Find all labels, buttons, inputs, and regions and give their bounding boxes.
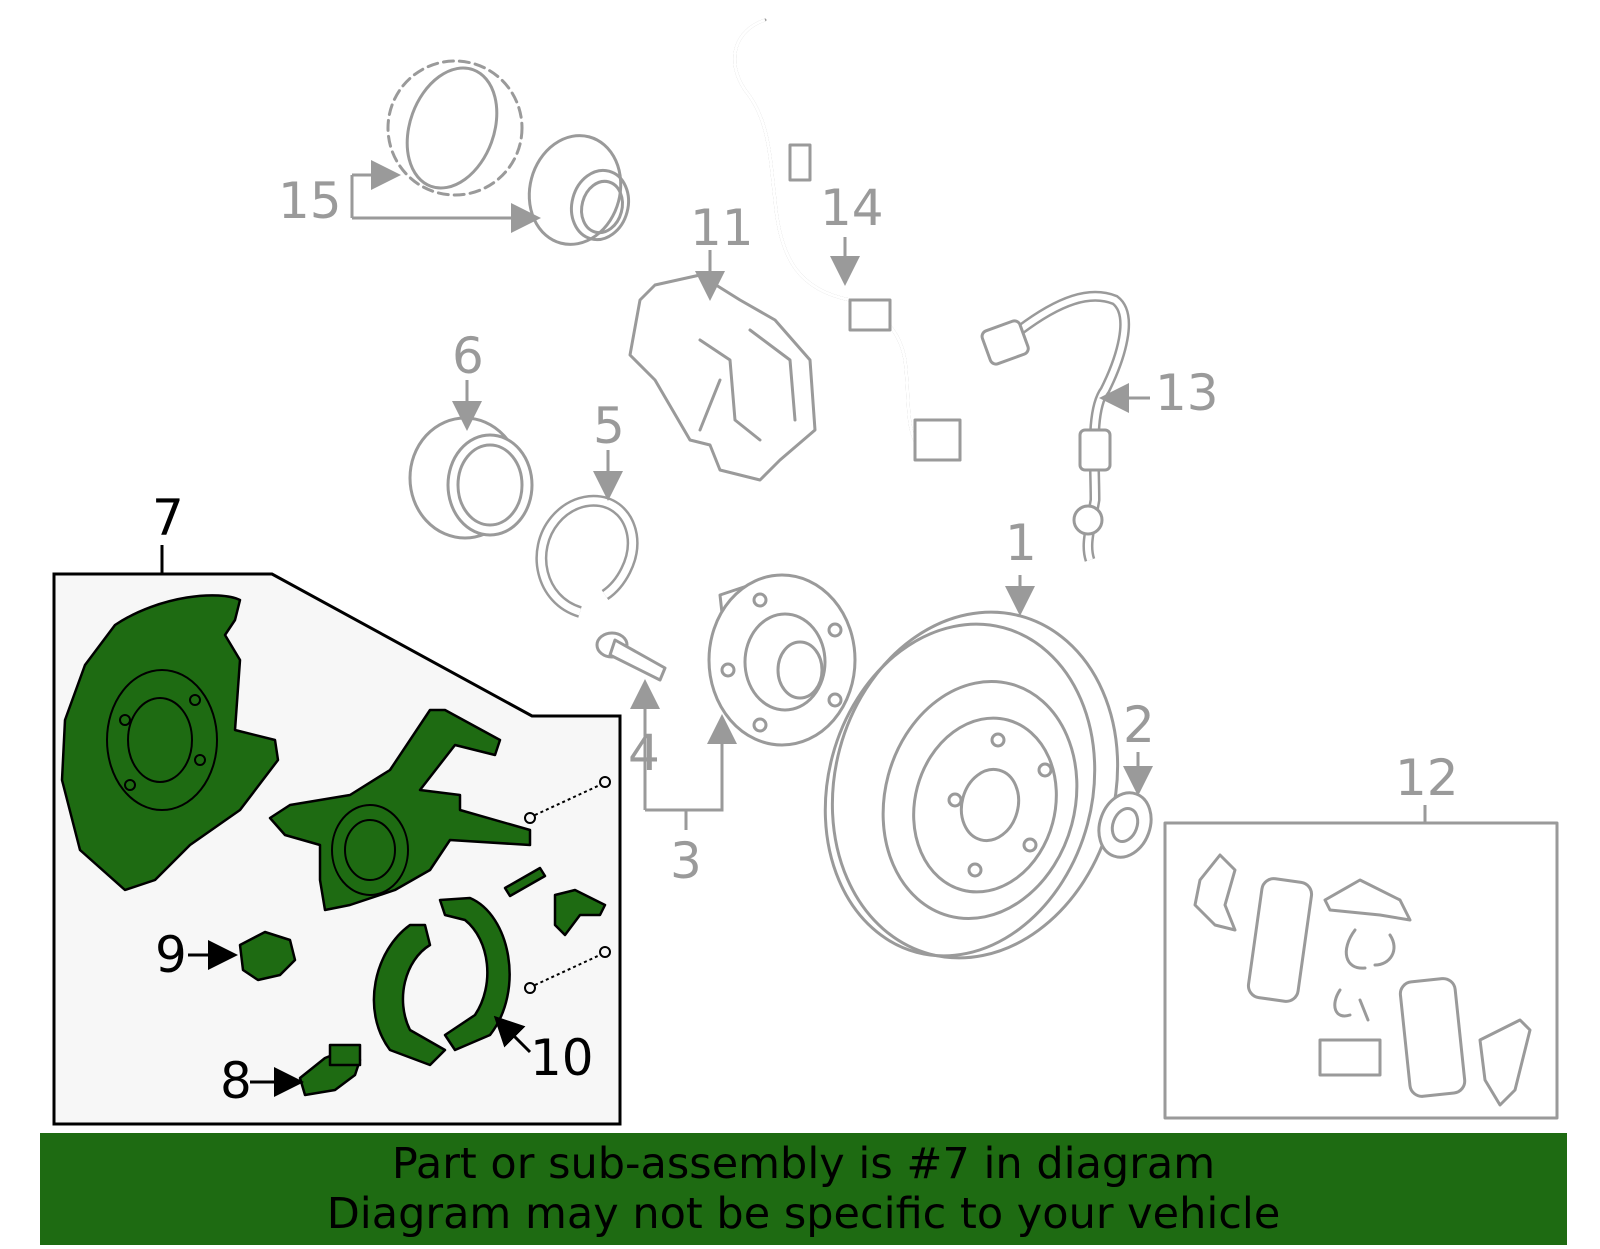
- banner-line-1: Part or sub-assembly is #7 in diagram: [391, 1139, 1216, 1189]
- callout-2: 2: [1123, 696, 1155, 754]
- banner-line-2: Diagram may not be specific to your vehi…: [326, 1189, 1281, 1239]
- callout-15: 15: [278, 172, 342, 230]
- callout-9: 9: [155, 926, 187, 984]
- part-13-brake-hose: [980, 290, 1131, 562]
- callout-13: 13: [1155, 364, 1219, 422]
- part-8-adjuster[interactable]: [298, 1043, 362, 1097]
- part-7-return-springs[interactable]: [503, 776, 611, 994]
- part-7-brake-bracket[interactable]: [268, 708, 532, 912]
- callout-8: 8: [220, 1052, 252, 1110]
- callout-14: 14: [820, 179, 884, 237]
- callout-10: 10: [530, 1029, 594, 1087]
- callout-6: 6: [452, 327, 484, 385]
- part-9-cap[interactable]: [238, 930, 297, 982]
- part-5-snap-ring: [535, 494, 639, 618]
- callout-12: 12: [1395, 749, 1459, 807]
- part-1-brake-rotor: [823, 610, 1120, 960]
- part-6-wheel-bearing: [408, 416, 534, 540]
- part-2-washer: [1097, 791, 1153, 859]
- part-11-caliper: [628, 273, 817, 482]
- callout-4: 4: [628, 724, 660, 782]
- part-3-hub: [707, 573, 857, 747]
- callout-1: 1: [1005, 514, 1037, 572]
- notice-banner: Part or sub-assembly is #7 in diagram Di…: [40, 1133, 1567, 1245]
- part-4-wheel-stud: [595, 631, 667, 682]
- part-7-backing-plate[interactable]: [60, 594, 280, 892]
- callout-5: 5: [593, 397, 625, 455]
- callout-11: 11: [690, 199, 754, 257]
- part-10-brake-shoes[interactable]: [372, 896, 511, 1067]
- part-14-abs-sensor: [733, 18, 962, 462]
- part-15-tone-ring: [386, 59, 631, 246]
- part-12-brake-pad-kit: [1163, 805, 1559, 1120]
- callout-15-leaders: [350, 160, 541, 233]
- callout-7: 7: [152, 489, 184, 547]
- callout-3: 3: [670, 832, 702, 890]
